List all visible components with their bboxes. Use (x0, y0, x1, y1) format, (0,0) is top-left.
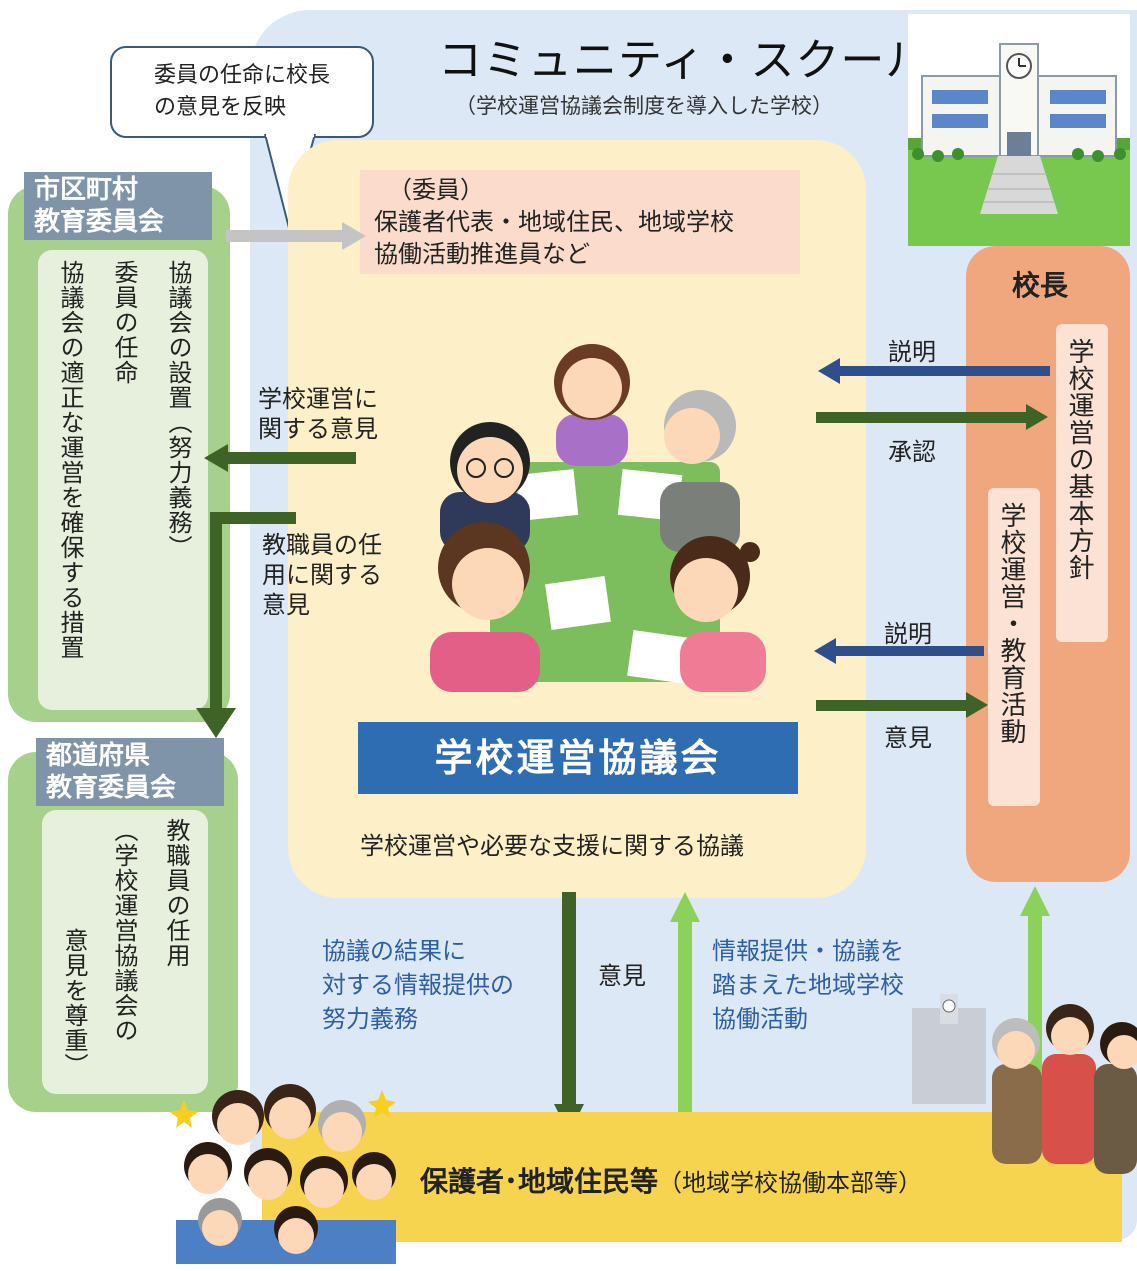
opinion-arrow-right (816, 692, 988, 718)
crowd-illustration (168, 1070, 404, 1264)
prefectural-board-label: 都道府県 教育委員会 (36, 738, 224, 806)
label-explain-top: 説明 (888, 338, 936, 366)
speech-bubble: 委員の任命に校長の意見を反映 (110, 46, 374, 138)
community-band (262, 1112, 1122, 1242)
collaboration-text: 情報提供・協議を 踏まえた地域学校 協働活動 (712, 937, 904, 1033)
duty-respect-line2: 意見を尊重） (60, 928, 88, 1078)
principal-activities: 学校運営・教育活動 (988, 488, 1040, 806)
approve-arrow (816, 404, 1048, 430)
meeting-illustration (430, 322, 766, 692)
staff-opinion-arrow (196, 512, 296, 738)
prefectural-board-duties: 教職員の任用 （学校運営協議会の 意見を尊重） (42, 810, 208, 1094)
label-opinion-right: 意見 (884, 724, 932, 752)
duty-staff-appointment: 教職員の任用 (162, 818, 190, 968)
label-approve: 承認 (888, 438, 936, 466)
walking-people-illustration (912, 994, 1137, 1194)
school-opinion-arrow (204, 444, 356, 472)
municipal-board-duties: 協議会の設置（努力義務） 委員の任命 協議会の適正な運営を確保する措置 (38, 250, 208, 710)
community-label: 保護者･地域住民等（地域学校協働本部等） (420, 1165, 923, 1198)
label-staff-opinion: 教職員の任 用に関する 意見 (262, 531, 382, 619)
duty-proper-operation: 協議会の適正な運営を確保する措置 (56, 260, 84, 660)
council-description: 学校運営や必要な支援に関する協議 (360, 832, 744, 860)
page-subtitle: （学校運営協議会制度を導入した学校） (455, 94, 833, 118)
duty-council-setup: 協議会の設置（努力義務） (164, 260, 192, 560)
label-opinion-down: 意見 (598, 962, 646, 990)
explain-arrow-top (818, 358, 1050, 384)
principal-policy: 学校運営の基本方針 (1056, 324, 1108, 642)
members-box: （委員） 保護者代表・地域住民、地域学校 協働活動推進員など (360, 170, 800, 274)
label-school-opinion: 学校運営に 関する意見 (258, 385, 378, 443)
appointment-arrow (226, 222, 366, 250)
school-building-illustration (908, 14, 1130, 246)
speech-bubble-text: 委員の任命に校長の意見を反映 (154, 63, 331, 120)
council-name: 学校運営協議会 (358, 722, 798, 794)
principal-label: 校長 (1012, 269, 1069, 302)
info-duty-text: 協議の結果に 対する情報提供の 努力義務 (322, 937, 514, 1033)
duty-respect-line1: （学校運営協議会の (110, 818, 138, 1043)
info-arrow-up (670, 892, 700, 1134)
explain-arrow-bottom (814, 638, 984, 664)
duty-member-appointment: 委員の任命 (110, 260, 138, 385)
opinion-arrow-down (554, 892, 584, 1134)
page-title: コミュニティ・スクール (438, 35, 931, 86)
municipal-board-label: 市区町村 教育委員会 (24, 172, 212, 240)
label-explain-bottom: 説明 (884, 620, 932, 648)
